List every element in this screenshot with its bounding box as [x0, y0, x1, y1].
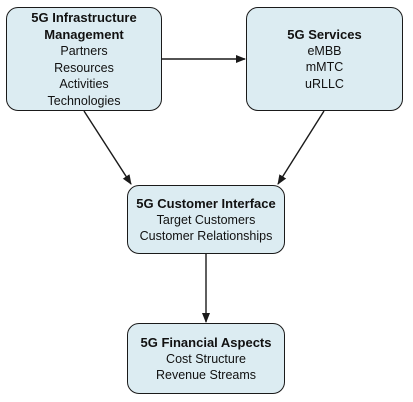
- node-item: Cost Structure: [166, 351, 246, 366]
- node-financial-aspects: 5G Financial Aspects Cost Structure Reve…: [127, 323, 285, 394]
- node-item: Technologies: [47, 93, 121, 108]
- node-item: Partners: [60, 44, 108, 58]
- node-item: Revenue Streams: [155, 368, 257, 382]
- node-item: Activities: [59, 77, 109, 91]
- node-title: 5G Financial Aspects: [140, 334, 272, 350]
- node-item: mMTC: [305, 60, 344, 75]
- node-infrastructure-management: 5G Infrastructure Management Partners Re…: [6, 7, 162, 111]
- node-title: 5G Services: [287, 26, 362, 42]
- node-customer-interface: 5G Customer Interface Target Customers C…: [127, 185, 285, 254]
- node-item: Customer Relationships: [139, 229, 273, 243]
- node-item: uRLLC: [305, 76, 344, 91]
- node-item: eMBB: [307, 43, 342, 58]
- node-services: 5G Services eMBB mMTC uRLLC: [246, 7, 403, 111]
- arrow-infrastructure-to-customer: [83, 110, 132, 185]
- arrow-services-to-customer: [277, 110, 325, 185]
- node-title: Management: [44, 27, 124, 42]
- node-title: 5G Infrastructure: [31, 10, 137, 25]
- node-item: Resources: [54, 60, 114, 75]
- node-item: Target Customers: [156, 212, 256, 227]
- node-title: 5G Customer Interface: [136, 195, 276, 211]
